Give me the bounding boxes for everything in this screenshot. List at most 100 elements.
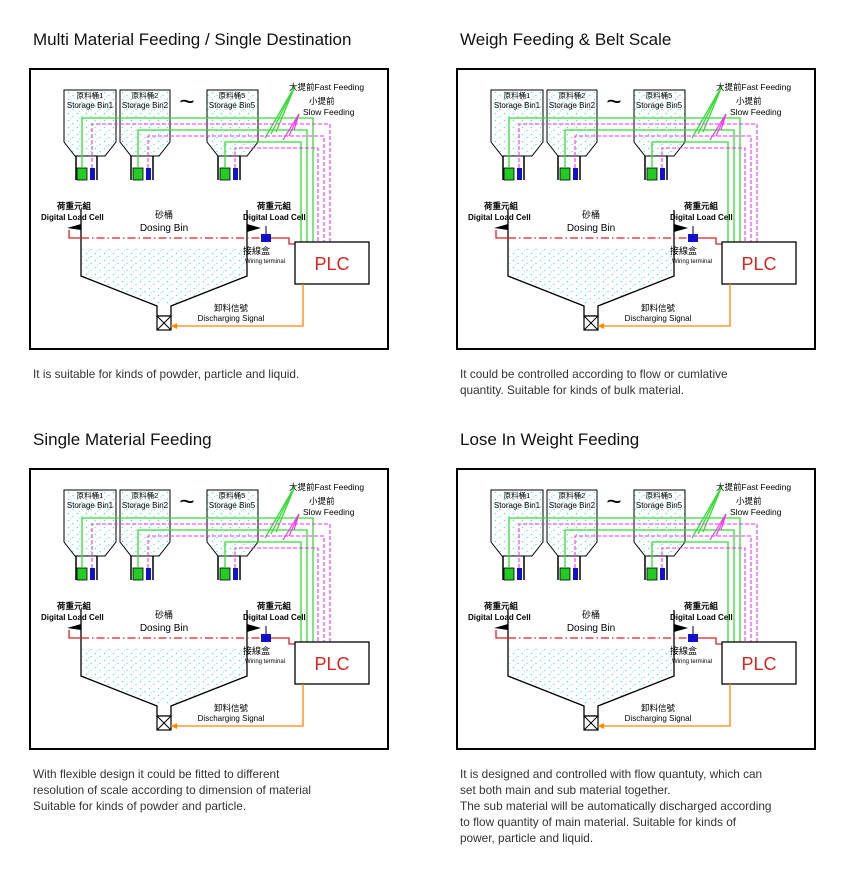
panel-description: It is suitable for kinds of powder, part…	[33, 366, 393, 382]
load-cell-signal-line	[68, 230, 295, 245]
description-line: to flow quantity of main material. Suita…	[460, 815, 737, 829]
panel-title: Weigh Feeding & Belt Scale	[460, 30, 672, 49]
description-line: It is designed and controlled with flow …	[460, 767, 763, 781]
bin-label-en: Storage Bin5	[209, 501, 256, 510]
load-cell-label-en: Digital Load Cell	[468, 213, 531, 222]
fast-feeding-label: 大提前Fast Feeding	[716, 482, 791, 492]
load-cell-label-zh: 荷重元組	[256, 201, 292, 211]
load-cell-label-en: Digital Load Cell	[670, 613, 733, 622]
plc-box: PLC	[721, 241, 797, 285]
bin-label-zh: 原料桶5	[219, 490, 246, 500]
process-diagram: 原料桶1 Storage Bin1 原料桶2 Storage Bin2 ~ 原料…	[29, 468, 389, 750]
fast-feeding-label: 大提前Fast Feeding	[716, 82, 791, 92]
load-cell-label-en: Digital Load Cell	[670, 213, 733, 222]
storage-bin: 原料桶1 Storage Bin1	[63, 489, 117, 581]
discharge-label-zh: 卸料信號	[214, 303, 249, 313]
load-cell-left: 荷重元組 Digital Load Cell	[468, 201, 531, 230]
storage-bin: 原料桶5 Storage Bin5	[633, 489, 686, 581]
fast-feeding-lines	[81, 485, 314, 642]
bin-label-zh: 原料桶5	[646, 490, 673, 500]
bin-label-en: Storage Bin1	[494, 501, 541, 510]
load-cell-right: 荷重元組 Digital Load Cell	[670, 201, 733, 232]
bin-label-en: Storage Bin2	[122, 501, 169, 510]
load-cell-label-en: Digital Load Cell	[243, 213, 306, 222]
description-line: quantity. Suitable for kinds of bulk mat…	[460, 383, 685, 397]
plc-label: PLC	[314, 254, 349, 274]
panel-title: Single Material Feeding	[33, 430, 212, 449]
storage-bin: 原料桶1 Storage Bin1	[63, 89, 117, 181]
plc-label: PLC	[314, 654, 349, 674]
load-cell-label-en: Digital Load Cell	[243, 613, 306, 622]
tilde: ~	[179, 86, 194, 116]
wiring-label-en: Wiring terminal	[672, 659, 712, 665]
dosing-bin-label-en: Dosing Bin	[140, 623, 188, 634]
wiring-label-zh: 接線盒	[670, 645, 697, 656]
storage-bin: 原料桶1 Storage Bin1	[490, 89, 544, 181]
wiring-label-en: Wiring terminal	[672, 259, 712, 265]
bin-label-en: Storage Bin2	[122, 101, 169, 110]
dosing-bin-label-zh: 砂桶	[155, 209, 173, 220]
discharge-label-en: Discharging Signal	[625, 714, 692, 723]
wiring-label-zh: 接線盒	[670, 245, 697, 256]
slow-feeding-lines	[91, 513, 331, 642]
load-cell-label-en: Digital Load Cell	[468, 613, 531, 622]
bin-label-en: Storage Bin1	[67, 501, 114, 510]
discharge-signal-line	[171, 684, 304, 727]
bin-label-zh: 原料桶1	[504, 490, 531, 500]
load-cell-left: 荷重元組 Digital Load Cell	[41, 601, 104, 630]
dosing-bin: 砂桶 Dosing Bin	[507, 609, 675, 731]
panel-description: It is designed and controlled with flow …	[460, 766, 820, 846]
wiring-label-en: Wiring terminal	[245, 659, 285, 665]
load-cell-right: 荷重元組 Digital Load Cell	[243, 601, 306, 632]
discharge-signal-line	[598, 684, 731, 727]
tilde: ~	[606, 486, 621, 516]
wiring-terminal	[688, 234, 698, 242]
dosing-bin-label-en: Dosing Bin	[140, 223, 188, 234]
dosing-bin-label-en: Dosing Bin	[567, 623, 615, 634]
discharge-label-en: Discharging Signal	[198, 314, 265, 323]
fast-feeding-lines	[508, 85, 741, 242]
wiring-label-zh: 接線盒	[243, 245, 270, 256]
tilde: ~	[179, 486, 194, 516]
bin-label-zh: 原料桶1	[77, 490, 104, 500]
storage-bin: 原料桶2 Storage Bin2	[546, 489, 598, 581]
plc-label: PLC	[741, 254, 776, 274]
dosing-bin-label-zh: 砂桶	[582, 609, 600, 620]
panel-title: Multi Material Feeding / Single Destinat…	[33, 30, 352, 49]
bin-label-zh: 原料桶2	[132, 90, 159, 100]
wiring-terminal	[688, 634, 698, 642]
load-cell-left: 荷重元組 Digital Load Cell	[468, 601, 531, 630]
bin-label-en: Storage Bin5	[209, 101, 256, 110]
storage-bin: 原料桶1 Storage Bin1	[490, 489, 544, 581]
slow-feeding-lines	[518, 113, 758, 242]
bin-label-zh: 原料桶5	[219, 90, 246, 100]
load-cell-signal-line	[495, 630, 722, 645]
description-line: Suitable for kinds of powder and particl…	[33, 799, 247, 813]
load-cell-right: 荷重元組 Digital Load Cell	[243, 201, 306, 232]
tilde: ~	[606, 86, 621, 116]
load-cell-signal-line	[68, 630, 295, 645]
wiring-terminal	[261, 234, 271, 242]
bin-label-zh: 原料桶5	[646, 90, 673, 100]
slow-feeding-label-en: Slow Feeding	[303, 107, 355, 117]
fast-feeding-label: 大提前Fast Feeding	[289, 82, 364, 92]
wiring-terminal	[261, 634, 271, 642]
load-cell-label-en: Digital Load Cell	[41, 213, 104, 222]
panel-description: With flexible design it could be fitted …	[33, 766, 393, 814]
description-line: power, particle and liquid.	[460, 831, 594, 845]
plc-box: PLC	[294, 641, 370, 685]
bin-label-zh: 原料桶1	[77, 90, 104, 100]
slow-feeding-label-en: Slow Feeding	[303, 507, 355, 517]
discharge-label-en: Discharging Signal	[625, 314, 692, 323]
load-cell-label-zh: 荷重元組	[56, 601, 92, 611]
dosing-bin-label-zh: 砂桶	[582, 209, 600, 220]
slow-feeding-label-zh: 小提前	[309, 496, 335, 506]
plc-box: PLC	[294, 241, 370, 285]
bin-label-en: Storage Bin2	[549, 101, 596, 110]
slow-feeding-label-en: Slow Feeding	[730, 107, 782, 117]
storage-bin: 原料桶5 Storage Bin5	[633, 89, 686, 181]
load-cell-label-zh: 荷重元組	[683, 601, 719, 611]
discharge-label-zh: 卸料信號	[641, 303, 676, 313]
bin-label-en: Storage Bin5	[636, 501, 683, 510]
bin-label-en: Storage Bin1	[67, 101, 114, 110]
